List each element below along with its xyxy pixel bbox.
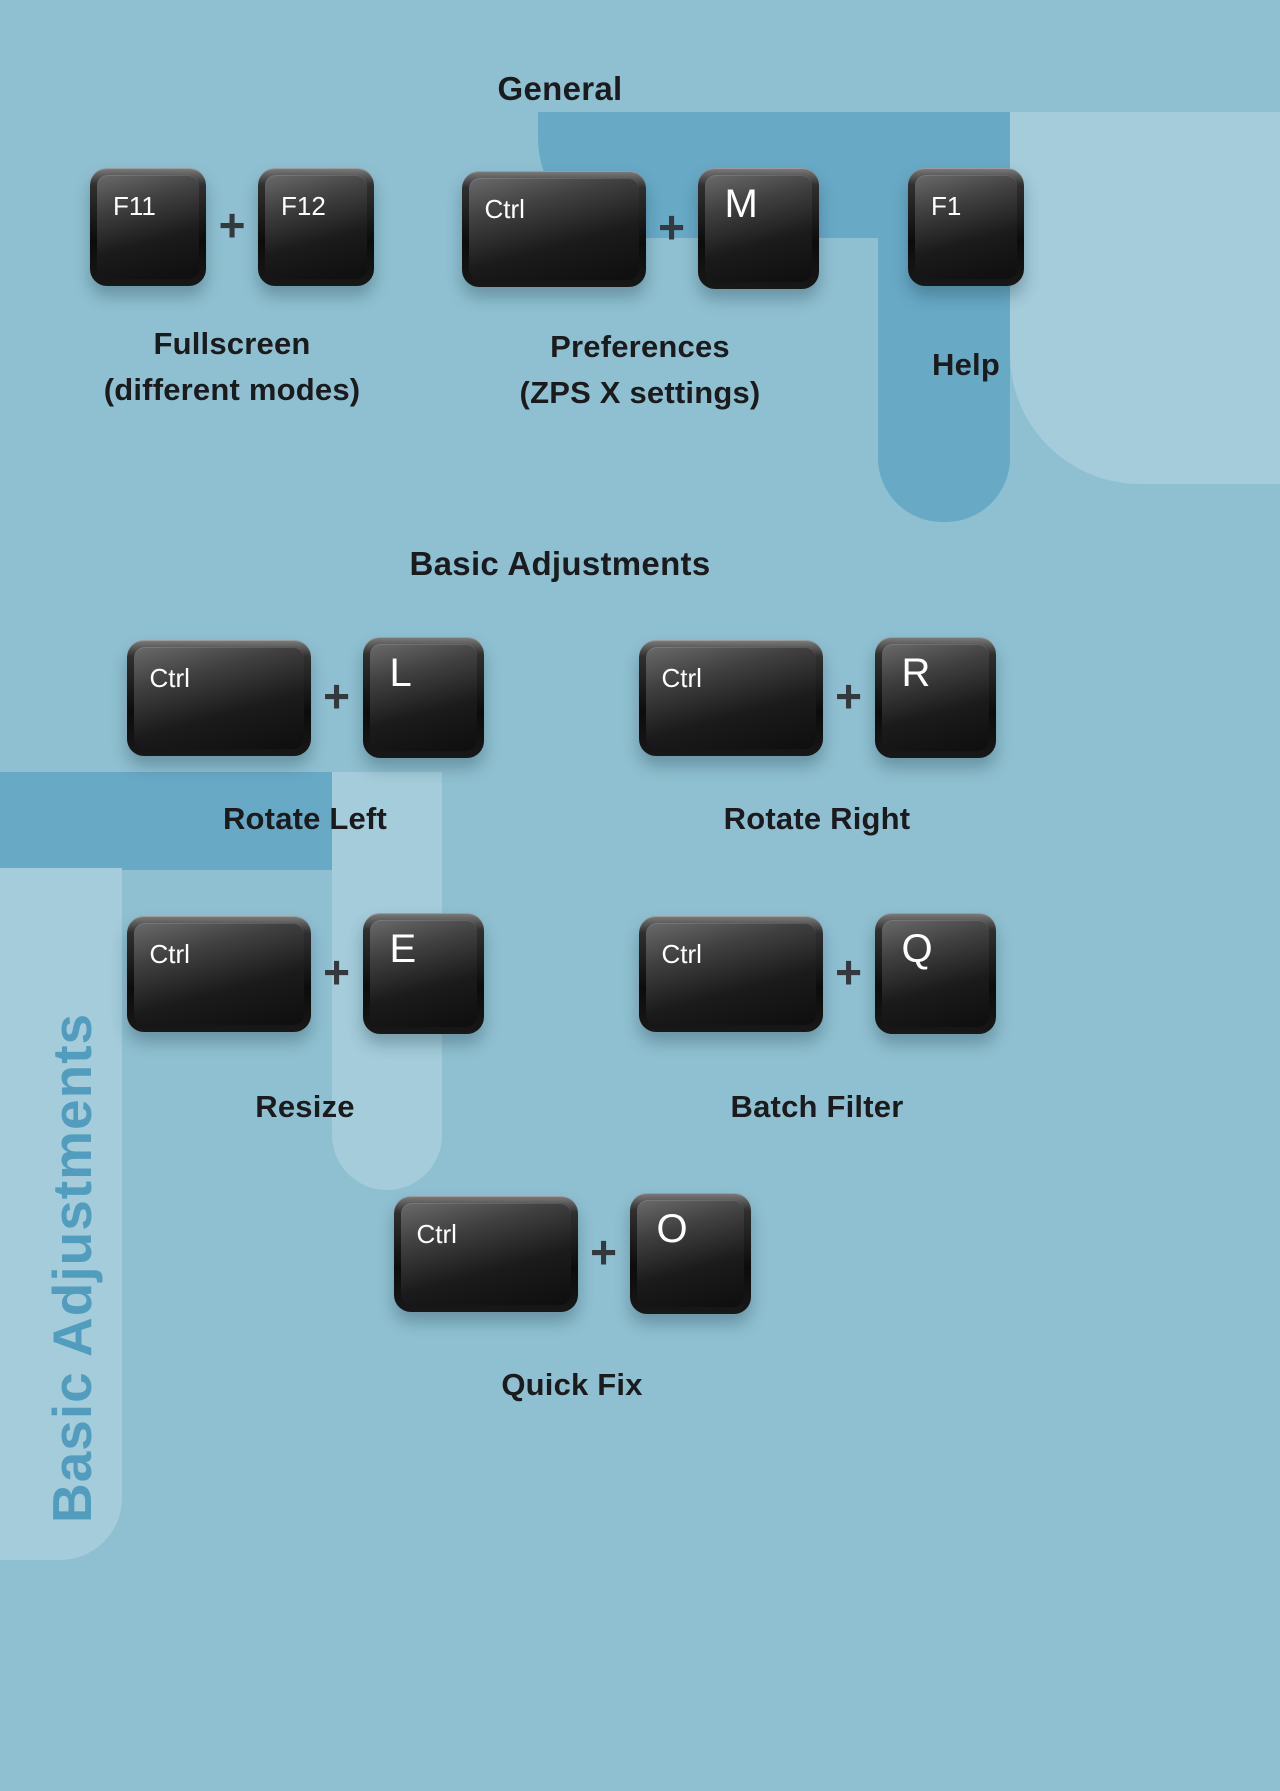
shortcut-fullscreen: F11 + F12 Fullscreen (different modes) <box>52 168 412 413</box>
key-f1: F1 <box>908 168 1024 286</box>
plus-sign: + <box>218 199 246 251</box>
keycap-face: R <box>881 644 989 751</box>
keycap-face: O <box>636 1200 744 1307</box>
keycap-face: Ctrl <box>400 1202 571 1305</box>
key-label: Ctrl <box>149 662 190 693</box>
shortcut-preferences: Ctrl + M Preferences (ZPS X settings) <box>440 168 840 416</box>
key-e: E <box>362 913 484 1034</box>
keycap-face: Ctrl <box>133 646 304 749</box>
shortcut-caption: Resize <box>105 1084 505 1130</box>
keycap-face: F1 <box>915 175 1017 279</box>
caption-line-1: Preferences <box>550 329 730 364</box>
plus-sign: + <box>323 945 350 998</box>
keycap-face: Q <box>881 920 989 1027</box>
keycap-face: Ctrl <box>645 646 816 749</box>
key-combo-rotate-left: Ctrl + L <box>105 637 505 758</box>
shortcut-rotate-right: Ctrl + R Rotate Right <box>617 637 1017 842</box>
plus-sign: + <box>658 200 685 253</box>
keycap-face: Ctrl <box>645 922 816 1025</box>
shortcut-caption: Quick Fix <box>372 1362 772 1408</box>
key-ctrl: Ctrl <box>461 170 646 287</box>
caption-line-2: (different modes) <box>103 372 361 407</box>
key-label: Ctrl <box>661 938 702 969</box>
key-o: O <box>629 1193 751 1314</box>
plus-sign: + <box>835 669 862 722</box>
key-label: L <box>389 651 412 695</box>
key-label: O <box>656 1207 688 1251</box>
caption-line-1: Quick Fix <box>501 1367 643 1402</box>
key-ctrl: Ctrl <box>126 915 311 1032</box>
key-label: Ctrl <box>149 938 190 969</box>
key-ctrl: Ctrl <box>638 915 823 1032</box>
key-combo-quick-fix: Ctrl + O <box>372 1193 772 1314</box>
shortcut-caption: Rotate Right <box>617 796 1017 842</box>
key-ctrl: Ctrl <box>393 1195 578 1312</box>
key-f11: F11 <box>90 168 206 286</box>
key-label: M <box>724 182 758 226</box>
shortcut-caption: Rotate Left <box>105 796 505 842</box>
keycap-face: F11 <box>97 175 199 279</box>
key-m: M <box>697 168 819 289</box>
key-r: R <box>874 637 996 758</box>
key-q: Q <box>874 913 996 1034</box>
key-combo-resize: Ctrl + E <box>105 913 505 1034</box>
shortcut-resize: Ctrl + E Resize <box>105 913 505 1130</box>
key-combo-batch-filter: Ctrl + Q <box>617 913 1017 1034</box>
caption-line-1: Help <box>932 347 1000 382</box>
keycap-face: M <box>704 175 812 282</box>
decor-leaf-top-light <box>1010 112 1280 484</box>
key-label: Ctrl <box>416 1218 457 1249</box>
key-combo-preferences: Ctrl + M <box>440 168 840 289</box>
heading-basic-adjustments: Basic Adjustments <box>409 545 711 582</box>
key-label: Ctrl <box>484 193 525 224</box>
shortcut-caption: Preferences (ZPS X settings) <box>440 324 840 416</box>
plus-sign: + <box>835 945 862 998</box>
key-ctrl: Ctrl <box>638 639 823 756</box>
keycap-face: L <box>369 644 477 751</box>
caption-line-1: Rotate Left <box>222 801 388 836</box>
key-combo-fullscreen: F11 + F12 <box>52 168 412 286</box>
key-combo-help: F1 <box>846 168 1086 286</box>
caption-line-1: Batch Filter <box>730 1089 904 1124</box>
key-ctrl: Ctrl <box>126 639 311 756</box>
key-label: R <box>901 651 931 695</box>
key-f12: F12 <box>258 168 374 286</box>
caption-line-1: Fullscreen <box>153 326 311 361</box>
key-label: F1 <box>931 191 962 221</box>
shortcut-help: F1 Help <box>846 168 1086 388</box>
key-combo-rotate-right: Ctrl + R <box>617 637 1017 758</box>
shortcut-caption: Help <box>846 342 1086 388</box>
shortcut-caption: Fullscreen (different modes) <box>52 321 412 413</box>
shortcut-quick-fix: Ctrl + O Quick Fix <box>372 1193 772 1408</box>
keycap-face: E <box>369 920 477 1027</box>
keycap-face: Ctrl <box>133 922 304 1025</box>
watermark-basic-adjustments: Basic Adjustments <box>41 1012 103 1523</box>
key-label: F12 <box>281 191 326 221</box>
caption-line-1: Resize <box>255 1089 355 1124</box>
caption-line-1: Rotate Right <box>723 801 911 836</box>
heading-general: General <box>497 70 623 107</box>
plus-sign: + <box>590 1225 617 1278</box>
key-label: Ctrl <box>661 662 702 693</box>
shortcut-caption: Batch Filter <box>617 1084 1017 1130</box>
keycap-face: F12 <box>265 175 367 279</box>
keycap-face: Ctrl <box>468 177 639 280</box>
key-label: F11 <box>113 191 156 221</box>
shortcut-rotate-left: Ctrl + L Rotate Left <box>105 637 505 842</box>
key-label: Q <box>901 927 933 971</box>
plus-sign: + <box>323 669 350 722</box>
decor-leaf-left-light-edge <box>0 868 122 1560</box>
caption-line-2: (ZPS X settings) <box>519 375 761 410</box>
key-label: E <box>389 927 417 971</box>
shortcut-batch-filter: Ctrl + Q Batch Filter <box>617 913 1017 1130</box>
key-l: L <box>362 637 484 758</box>
